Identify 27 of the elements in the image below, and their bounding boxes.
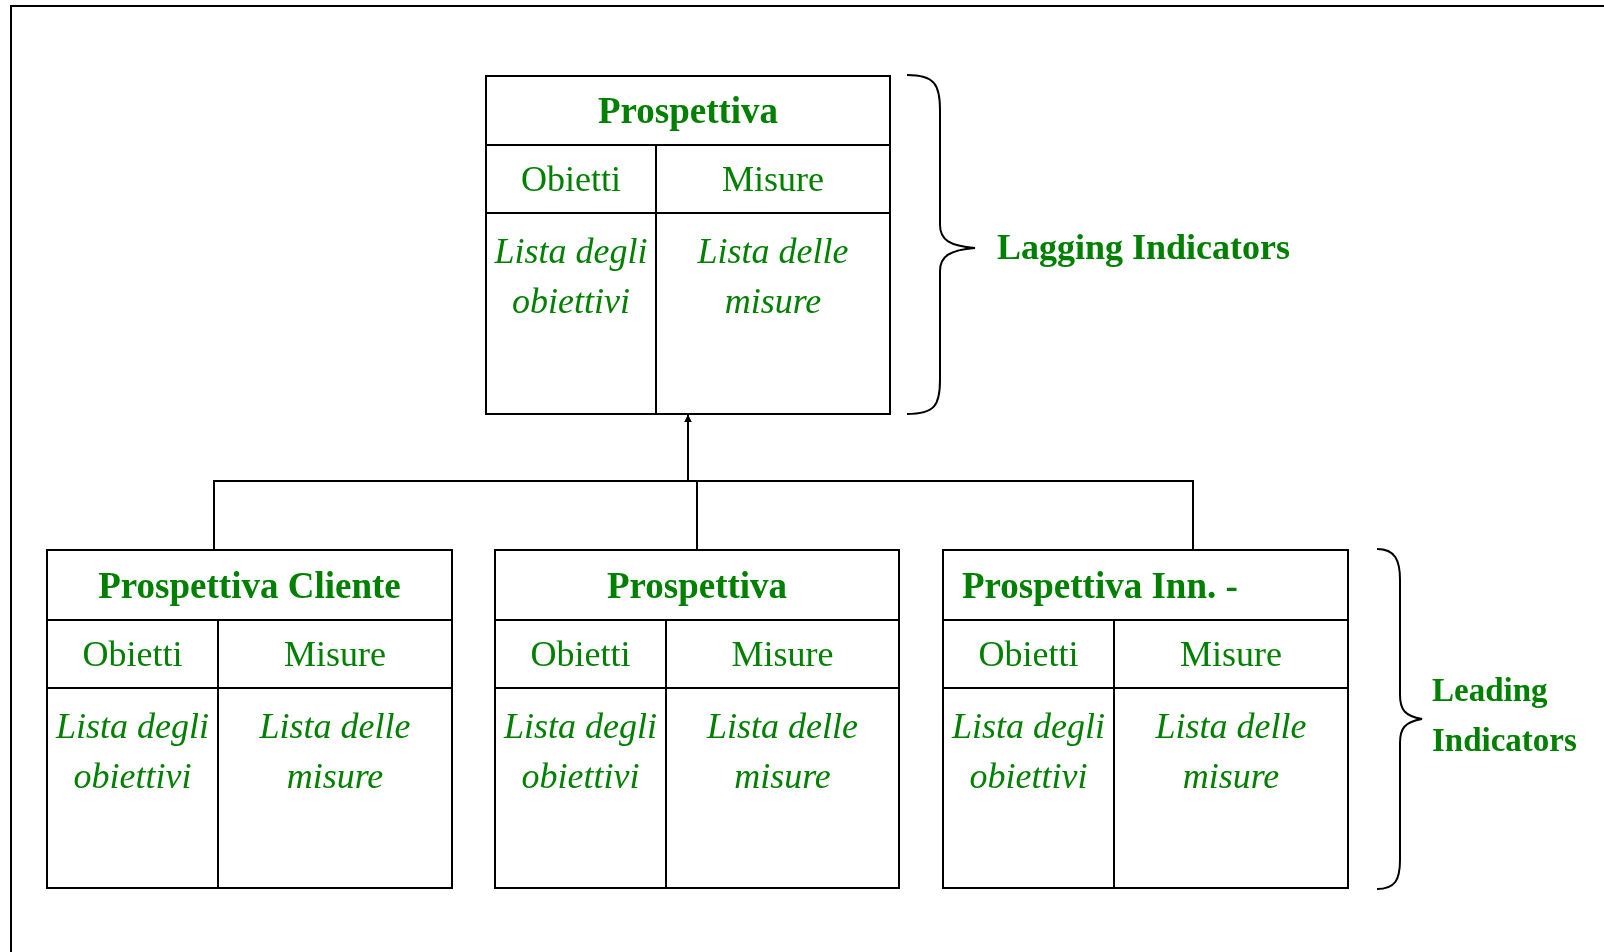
column-heading: Obietti (530, 636, 631, 672)
cell-text: Lista delle misure (696, 230, 850, 323)
cell-text: Lista delle misure (1154, 705, 1308, 798)
perspective-table (46, 549, 453, 889)
table-header: Prospettiva (597, 92, 779, 129)
cell-text: Lista degli obiettivi (950, 705, 1106, 798)
connector-arrow (684, 414, 1194, 550)
cell-text: Lista degli obiettivi (54, 705, 210, 798)
column-heading: Obietti (521, 161, 621, 197)
cell-text: Lista degli obiettivi (493, 230, 649, 323)
perspective-table (942, 549, 1349, 889)
cell-text: Lista delle misure (258, 705, 412, 798)
column-heading: Obietti (978, 636, 1079, 672)
perspective-table (494, 549, 900, 889)
indicator-label: Leading Indicators (1432, 671, 1578, 760)
column-heading: Misure (1180, 636, 1282, 672)
table-header: Prospettiva Inn. - (962, 566, 1238, 604)
table-header: Prospettiva Cliente (98, 566, 401, 604)
cell-text: Lista delle misure (705, 705, 859, 798)
column-heading: Obietti (82, 636, 183, 672)
column-heading: Misure (731, 636, 834, 672)
column-heading: Misure (722, 161, 824, 197)
perspective-table (485, 75, 891, 415)
cell-text: Lista degli obiettivi (502, 705, 658, 798)
column-heading: Misure (284, 636, 386, 672)
indicator-label: Lagging Indicators (997, 226, 1292, 269)
table-header: Prospettiva (606, 566, 788, 604)
